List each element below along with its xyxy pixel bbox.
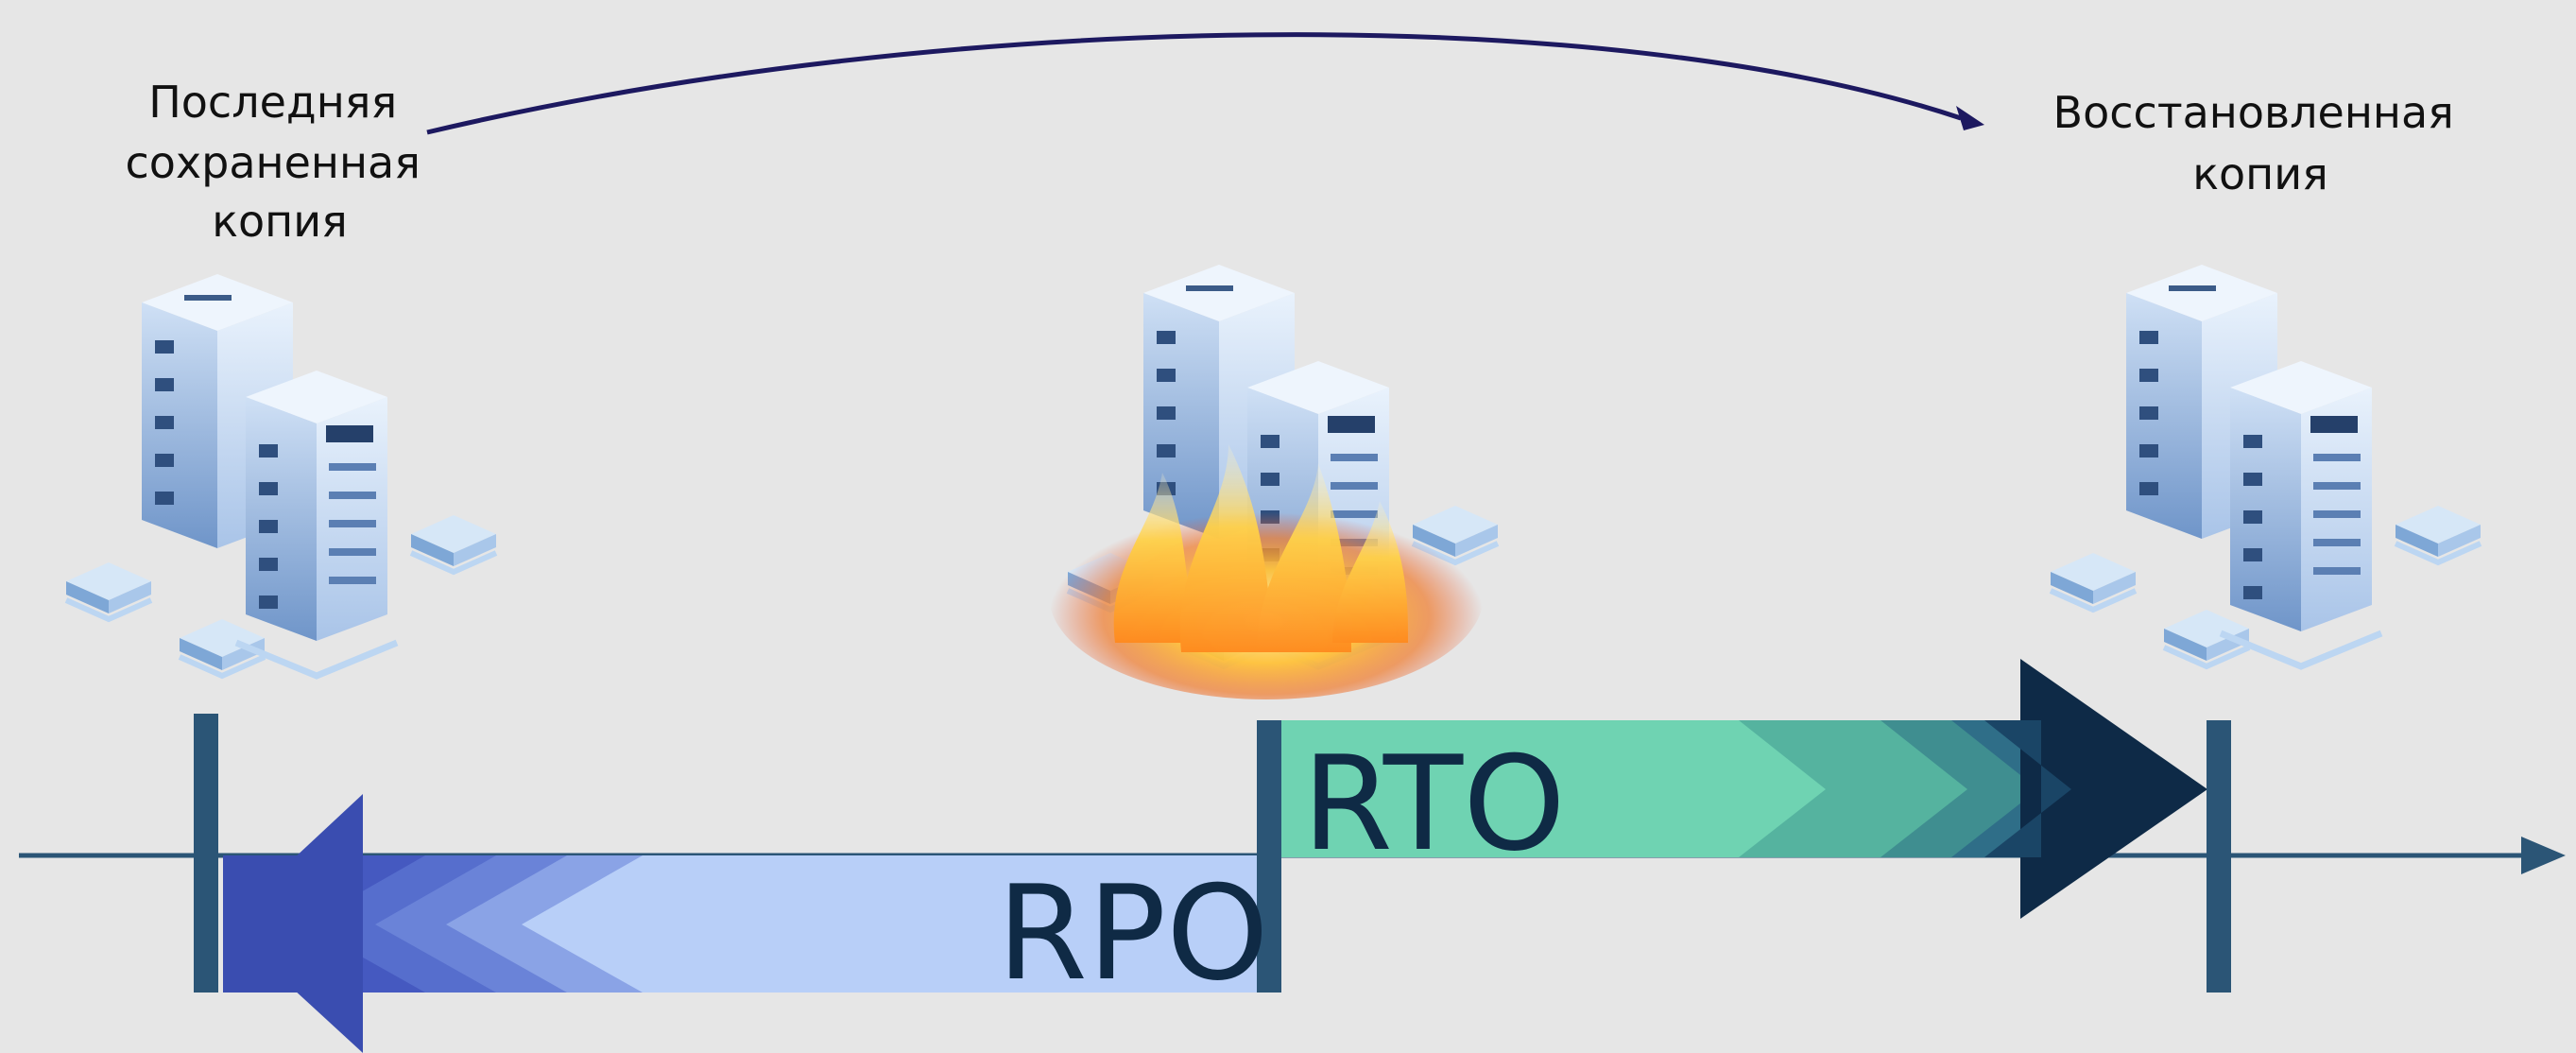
marker-last-copy <box>194 714 218 993</box>
left-caption: Последняя сохраненная копия <box>125 77 434 247</box>
left-caption-line: Последняя <box>148 77 397 128</box>
rto-arrow <box>1266 659 2207 919</box>
right-caption: Восстановленная копия <box>2053 87 2468 199</box>
left-caption-line: сохраненная <box>125 137 420 188</box>
rpo-label: RPO <box>997 857 1269 1010</box>
right-caption-line: Восстановленная <box>2053 87 2454 138</box>
right-server-icon <box>2051 265 2481 666</box>
middle-server-fire-icon <box>1049 265 1498 699</box>
curved-arrow <box>426 32 1962 135</box>
left-server-icon <box>66 274 496 676</box>
curved-arrow-head <box>1956 106 1984 130</box>
left-caption-line: копия <box>212 196 348 247</box>
rto-label: RTO <box>1302 728 1566 880</box>
rpo-arrow <box>223 794 1266 1053</box>
marker-restored <box>2207 720 2231 993</box>
marker-failure <box>1257 720 1281 993</box>
right-caption-line: копия <box>2192 148 2328 199</box>
timeline-arrowhead <box>2521 837 2566 874</box>
